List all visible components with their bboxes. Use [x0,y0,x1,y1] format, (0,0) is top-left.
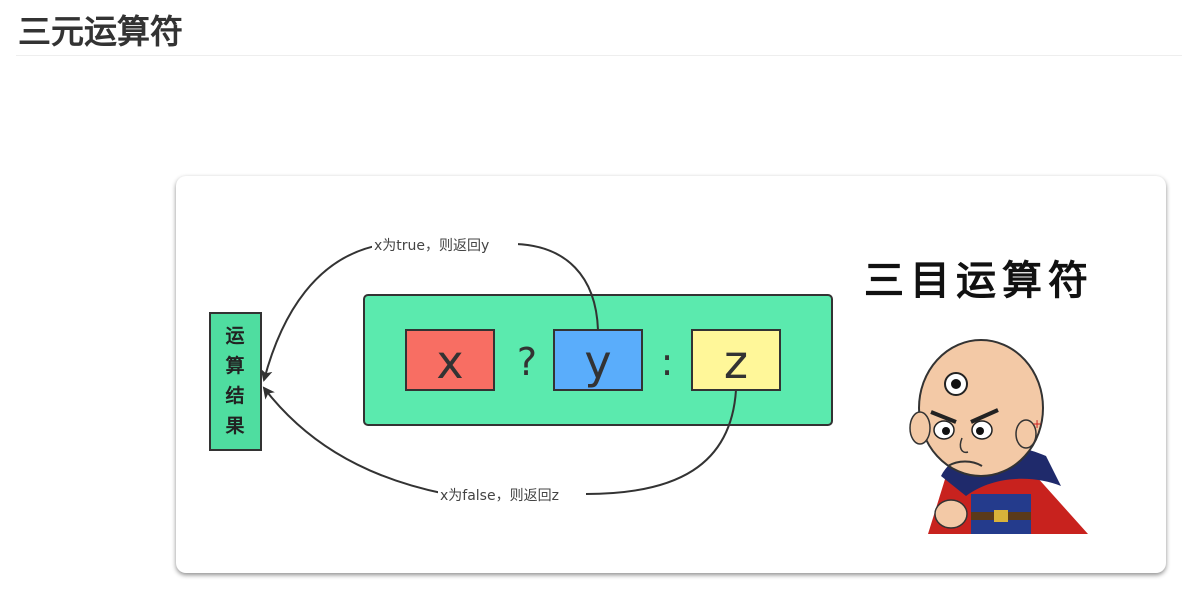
true-label-bg [372,233,518,255]
three-eyed-character-illustration: + [909,339,1088,534]
false-label: x为false，则返回z [440,488,559,504]
false-label-bg [438,483,586,505]
title-divider [16,55,1182,56]
svg-text:+: + [1032,417,1042,431]
operand-y: y [584,335,611,389]
result-char: 结 [225,384,244,407]
diagram-card: x ? y : z 运 算 结 果 x为true，则返回y x为false，则返… [176,176,1166,573]
operand-x-box [405,329,495,391]
result-box [209,312,262,451]
result-char: 运 [225,325,244,347]
operand-z-box [691,329,781,391]
true-label: x为true，则返回y [374,238,489,254]
question-mark: ? [517,340,537,384]
page-title: 三元运算符 [18,12,183,51]
illustration-title: 三目运算符 [864,258,1094,304]
operand-z: z [724,335,748,389]
result-char: 算 [225,354,244,377]
ternary-diagram: x ? y : z 运 算 结 果 x为true，则返回y x为false，则返… [209,233,1094,534]
colon: : [661,340,674,384]
operand-x: x [436,335,463,389]
result-char: 果 [224,415,244,437]
